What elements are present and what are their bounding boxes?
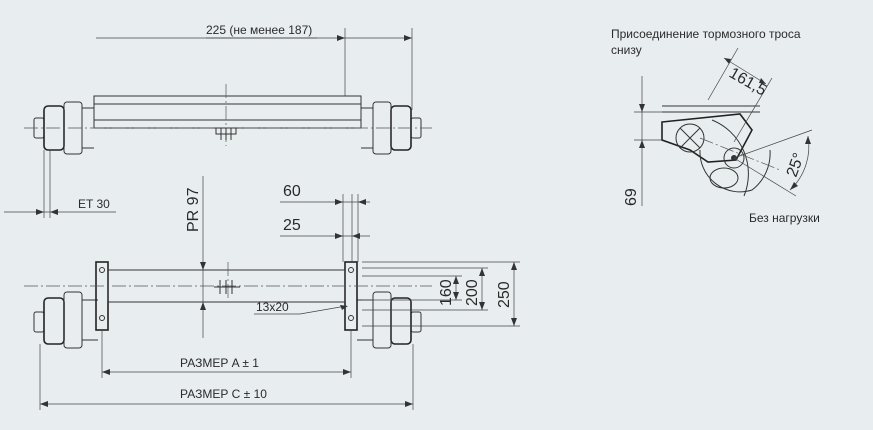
- drum-arc: [699, 119, 781, 197]
- detail-caption: Без нагрузки: [749, 211, 820, 225]
- dim-225: 225 (не менее 187): [96, 23, 413, 110]
- axle-tube-front: [24, 262, 432, 303]
- dim-size-c: РАЗМЕР C ± 10: [39, 344, 414, 410]
- detail-title-line2: снизу: [611, 43, 642, 57]
- right-hub-front: [357, 291, 422, 349]
- dim-60-label: 60: [283, 183, 301, 200]
- dim-69-label: 69: [623, 188, 640, 206]
- dim-size-a: РАЗМЕР A ± 1: [101, 330, 352, 378]
- dim-size-c-label: РАЗМЕР C ± 10: [180, 387, 267, 401]
- dim-161-5: 161,5: [707, 47, 773, 143]
- dim-13x20-label: 13x20: [256, 300, 289, 314]
- brake-cable-detail: Присоединение тормозного троса снизу: [611, 27, 820, 225]
- axle-tube-top: [24, 84, 432, 146]
- dim-25-deg-label: 25°: [784, 151, 808, 180]
- dim-161-5-label: 161,5: [726, 65, 769, 100]
- dim-69: 69: [623, 76, 662, 206]
- dim-250-label: 250: [496, 281, 513, 308]
- detail-title-line1: Присоединение тормозного троса: [611, 27, 801, 41]
- right-bracket: [344, 261, 358, 331]
- axle-top-view: 225 (не менее 187) ET 30: [4, 23, 432, 218]
- left-hub-front: [33, 291, 98, 349]
- dim-et30-label: ET 30: [78, 197, 110, 211]
- dim-225-label: 225 (не менее 187): [206, 23, 312, 37]
- brake-arm: [661, 105, 760, 169]
- dim-pr97-label: PR 97: [185, 187, 202, 232]
- left-bracket: [95, 261, 109, 331]
- axle-front-view: PR 97 60 25: [24, 176, 520, 410]
- dim-13x20: 13x20: [254, 300, 348, 315]
- dim-size-a-label: РАЗМЕР A ± 1: [180, 356, 259, 370]
- dim-200-label: 200: [464, 279, 481, 306]
- dim-25-deg: 25°: [733, 129, 813, 197]
- dim-vertical-set: 160 200 250: [362, 261, 520, 327]
- dim-et30: ET 30: [4, 150, 116, 218]
- dim-25-label: 25: [283, 217, 301, 234]
- dim-pr97: PR 97: [185, 176, 206, 338]
- dim-160-label: 160: [438, 279, 455, 306]
- dim-60-25: 60 25: [280, 183, 370, 262]
